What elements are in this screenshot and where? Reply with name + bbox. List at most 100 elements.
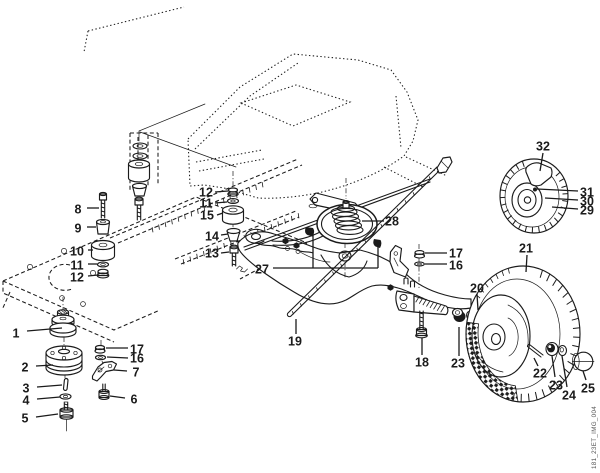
callout-13: 13	[205, 246, 230, 260]
callout-label-10: 10	[70, 244, 84, 258]
rim-window	[525, 162, 553, 187]
belt-keeper-clip	[305, 227, 315, 237]
wheel-32	[499, 158, 569, 234]
pulley-ring	[316, 203, 378, 245]
washer-11b	[226, 198, 240, 204]
callout-leader-4	[36, 396, 61, 400]
callout-9: 9	[75, 221, 96, 235]
callout-label-31: 31	[580, 185, 594, 199]
callout-label-1: 1	[13, 326, 20, 340]
bolt-18	[419, 310, 424, 330]
callout-label-15: 15	[200, 208, 214, 222]
bushing-23b	[545, 341, 559, 357]
callout-32: 32	[536, 139, 550, 172]
callout-label-16a: 16	[130, 351, 144, 365]
callout-leader-15	[216, 212, 224, 216]
callout-label-29: 29	[580, 203, 594, 217]
callout-label-19: 19	[288, 334, 302, 348]
spacer-9	[95, 221, 111, 235]
callout-leader-11b	[214, 201, 228, 204]
callout-23b: 23	[549, 355, 563, 392]
callout-leader-24	[561, 355, 568, 388]
callout-label-25: 25	[581, 381, 595, 395]
support-rod-19	[286, 156, 453, 318]
callout-label-30: 30	[580, 194, 594, 208]
callout-label-28: 28	[385, 214, 399, 228]
roller	[127, 164, 151, 183]
callout-leader-2	[35, 364, 54, 367]
spindle-group	[45, 297, 118, 432]
rod-body	[286, 166, 441, 318]
callout-label-3: 3	[23, 381, 30, 395]
hood-opening	[239, 84, 352, 127]
callout-leader-25	[582, 370, 587, 381]
callout-label-17a: 17	[130, 342, 144, 356]
phantom-frame	[1, 6, 308, 343]
callout-leader-21	[525, 254, 528, 273]
callout-label-27: 27	[255, 262, 269, 276]
callout-label-22: 22	[533, 366, 547, 380]
callout-10: 10	[70, 244, 93, 258]
callout-label-32: 32	[536, 139, 550, 153]
callout-1: 1	[13, 326, 63, 340]
rim	[511, 182, 543, 218]
clip	[236, 265, 248, 273]
callout-22: 22	[533, 357, 547, 380]
hub-cap-25	[572, 351, 595, 372]
key-3	[62, 377, 69, 392]
callout-leader-32	[539, 152, 544, 172]
callout-3: 3	[23, 381, 63, 395]
nut-17a	[94, 344, 106, 354]
callout-5: 5	[22, 411, 59, 425]
callout-7: 7	[113, 365, 140, 379]
callout-4: 4	[23, 393, 61, 407]
rod-end-tab	[436, 156, 453, 174]
spindle-housing	[320, 254, 368, 278]
callout-16a: 16	[106, 351, 144, 365]
callout-leader-30	[544, 197, 579, 201]
callout-12a: 12	[70, 270, 99, 284]
callout-label-2: 2	[22, 360, 29, 374]
callout-23a: 23	[451, 327, 465, 370]
callout-17b: 17	[425, 246, 463, 260]
bolt-6	[98, 383, 110, 401]
adjuster-bracket	[389, 244, 410, 278]
deck-front-lip	[256, 242, 314, 254]
callout-18: 18	[415, 338, 429, 369]
callout-label-12a: 12	[70, 270, 84, 284]
hub	[482, 323, 506, 351]
washer-11	[96, 261, 110, 268]
callout-label-11a: 11	[70, 258, 83, 272]
washer-16b	[414, 261, 425, 267]
callouts: 1234567891011121211151413171617161819202…	[13, 139, 595, 425]
engine-pulley-ring	[245, 228, 265, 244]
callout-21: 21	[519, 241, 533, 273]
callout-27: 27	[255, 231, 379, 276]
stack-c	[221, 171, 248, 273]
washer-16a	[94, 354, 107, 361]
washer-24	[557, 344, 568, 357]
callout-label-23b: 23	[549, 378, 563, 392]
phantom-hood	[187, 53, 448, 199]
callout-label-24: 24	[562, 388, 576, 402]
callout-leader-14	[220, 233, 229, 236]
callout-label-23a: 23	[451, 356, 465, 370]
callout-11b: 11	[199, 196, 228, 210]
callout-24: 24	[561, 355, 576, 402]
callout-label-9: 9	[75, 221, 82, 235]
idler-assembly-28	[308, 178, 378, 245]
belt-lower-run	[271, 230, 324, 246]
callout-label-7: 7	[133, 365, 140, 379]
callout-29: 29	[551, 203, 594, 217]
stack-b	[90, 191, 116, 279]
callout-12b: 12	[199, 185, 229, 199]
callout-30: 30	[544, 194, 594, 208]
callout-label-4: 4	[23, 393, 30, 407]
callout-leader-6	[109, 395, 126, 399]
callout-leader-13	[220, 251, 230, 254]
callout-leader-1	[26, 327, 63, 332]
callout-leader-22	[533, 357, 539, 367]
callout-28: 28	[362, 214, 399, 228]
